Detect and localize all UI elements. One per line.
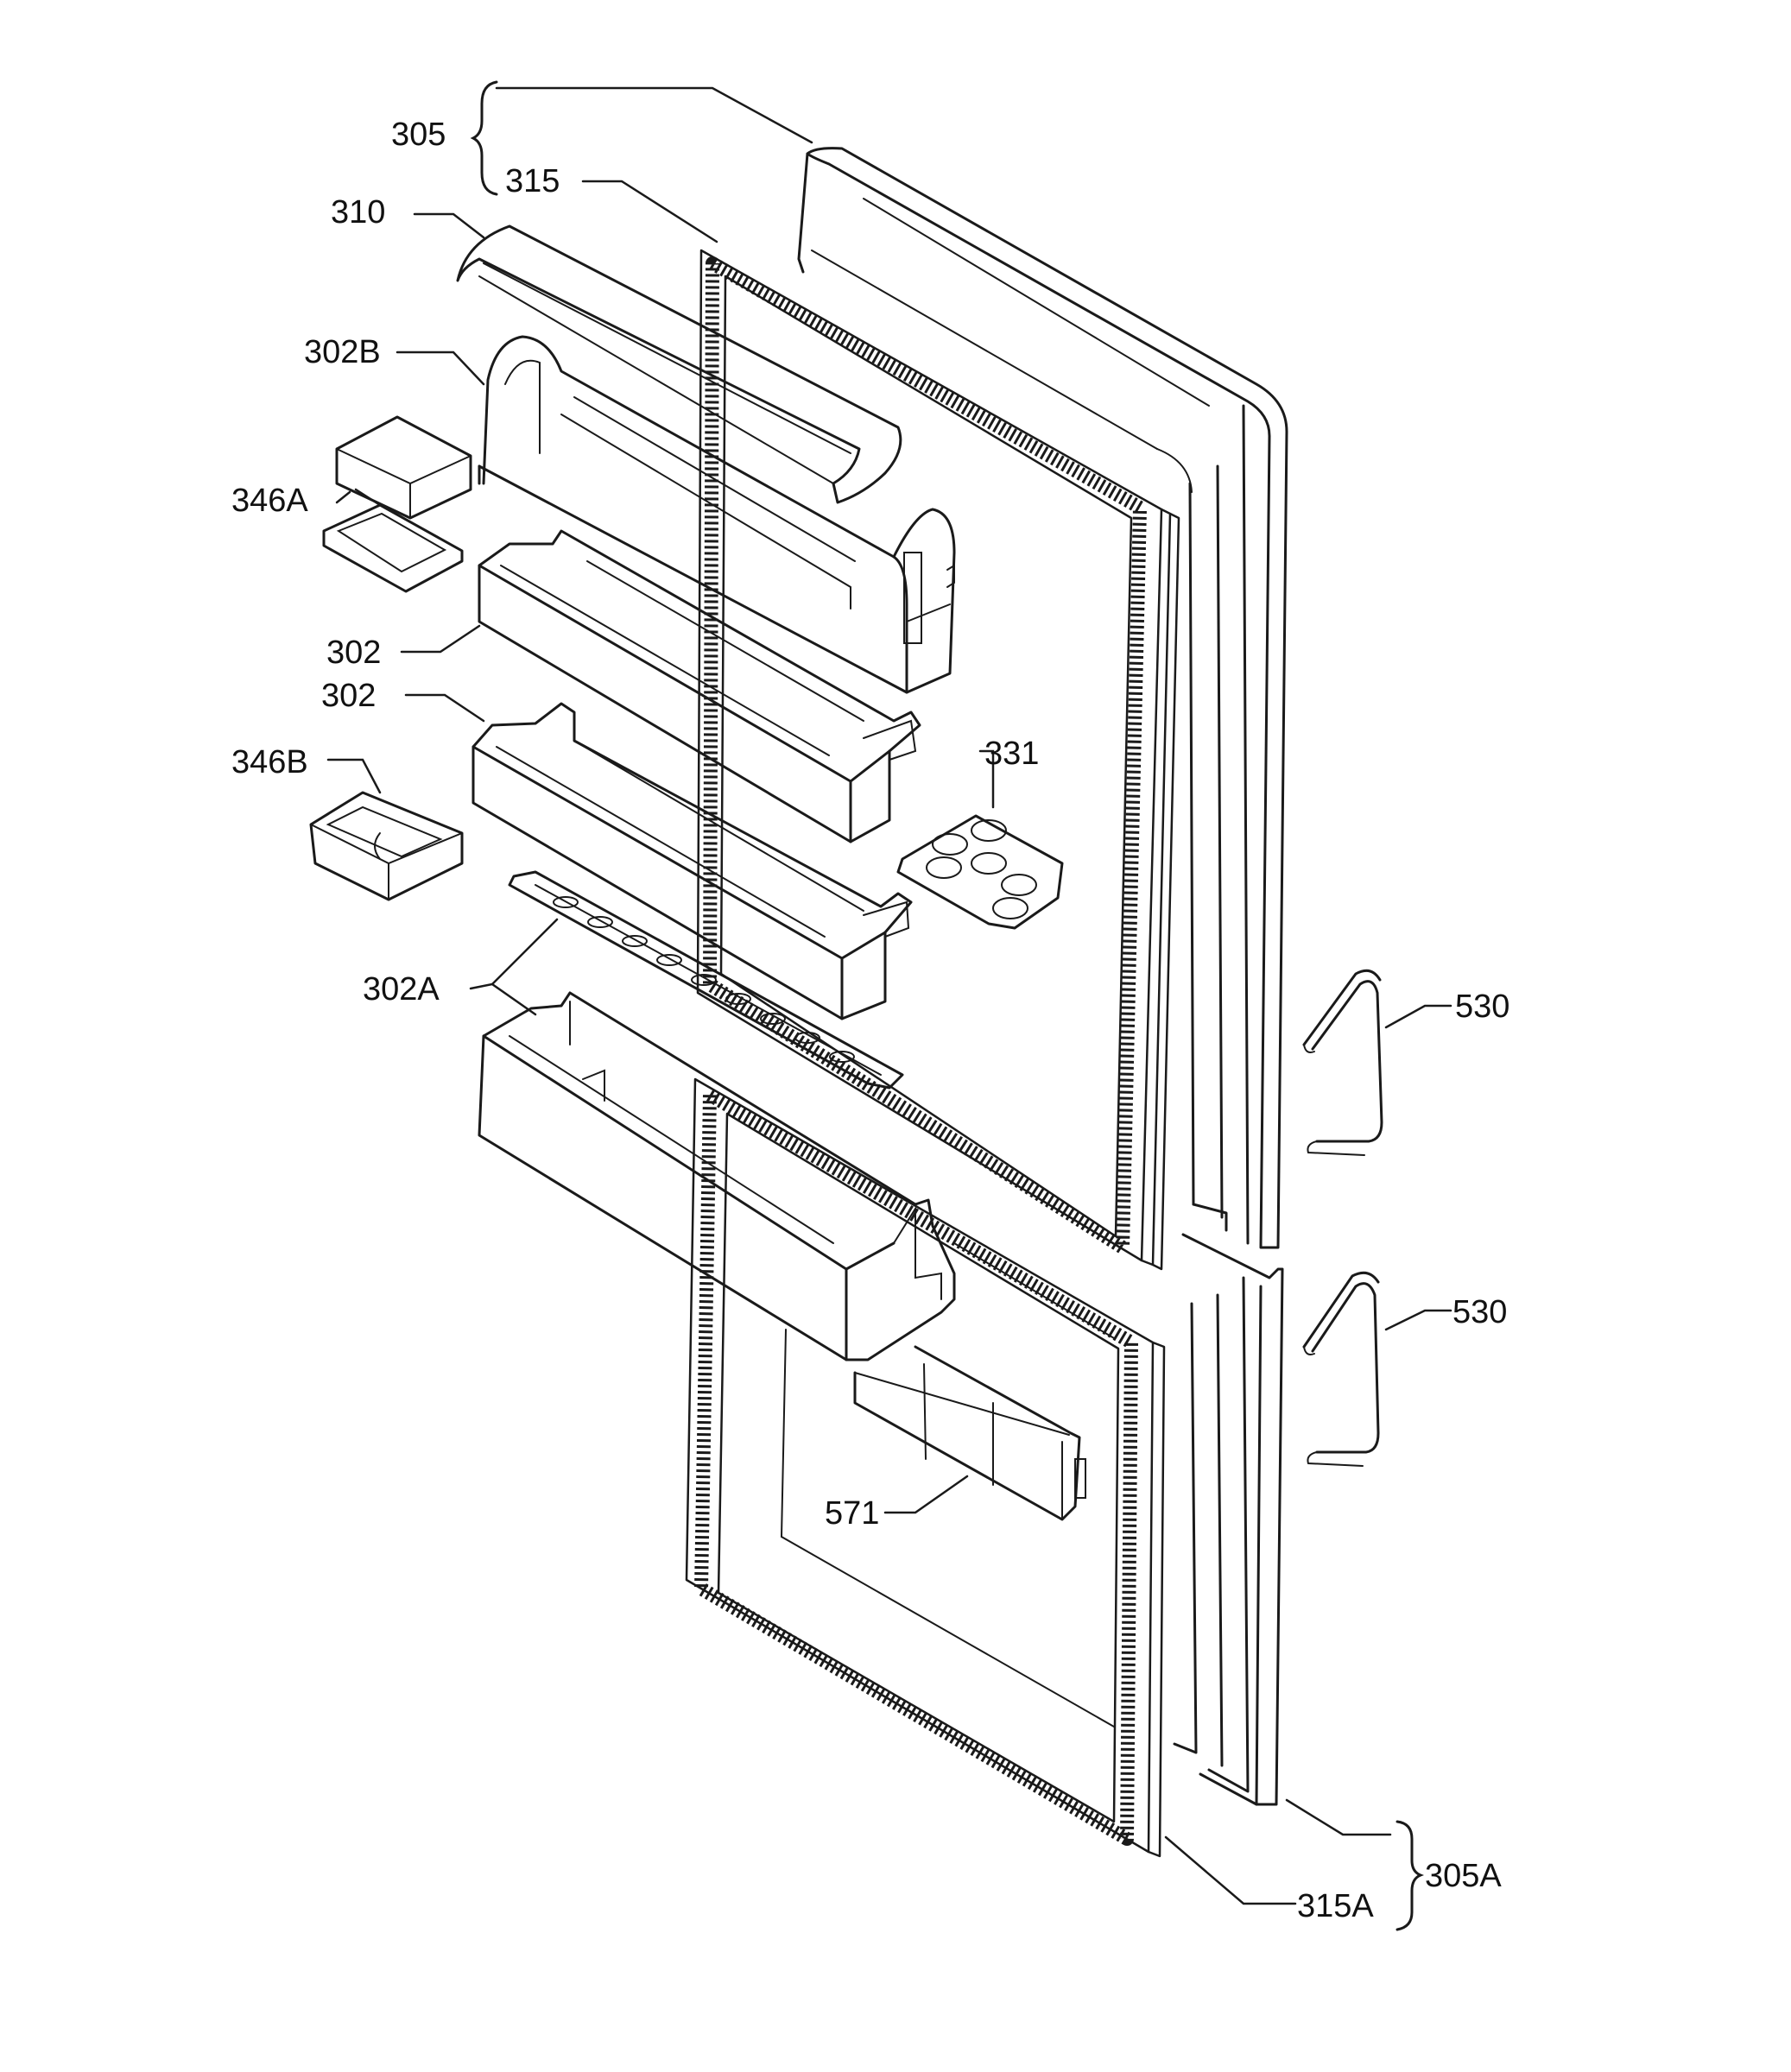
label-530-upper: 530 [1455,989,1509,1025]
label-571: 571 [825,1495,879,1532]
lower-door-outer-panel [1173,1233,1284,1806]
label-315A: 315A [1297,1888,1374,1924]
label-302A: 302A [363,971,440,1008]
label-302-lower: 302 [321,678,376,714]
box-346A [322,415,472,593]
leader-lines [326,86,1452,1905]
label-331: 331 [984,736,1039,772]
handle-530-upper [1302,969,1383,1156]
brace-305A [1395,1820,1425,1931]
upper-door-outer-panel [797,147,1288,1249]
brace-305 [470,80,498,196]
label-302B: 302B [304,334,381,370]
dairy-compartment-lid-310 [456,224,902,504]
label-315: 315 [505,163,560,199]
large-door-bin [478,991,956,1361]
upper-door-gasket-315 [696,249,1180,1271]
compartment-571 [853,1345,1086,1521]
label-305A: 305A [1425,1858,1502,1894]
label-305: 305 [391,117,446,153]
label-530-lower: 530 [1452,1294,1507,1330]
door-shelf-302-lower [471,702,913,1020]
dairy-bin-302B [478,335,956,694]
label-346A: 346A [231,483,308,519]
door-shelf-302-upper [478,529,921,843]
label-346B: 346B [231,744,308,780]
box-346B [309,791,464,901]
egg-tray-331 [896,814,1064,930]
bottle-retainer-302A [508,870,904,1090]
handle-530-lower [1302,1271,1380,1467]
label-310: 310 [331,194,385,231]
label-302-upper: 302 [326,635,381,671]
lower-door-gasket-315A [685,1077,1166,1858]
